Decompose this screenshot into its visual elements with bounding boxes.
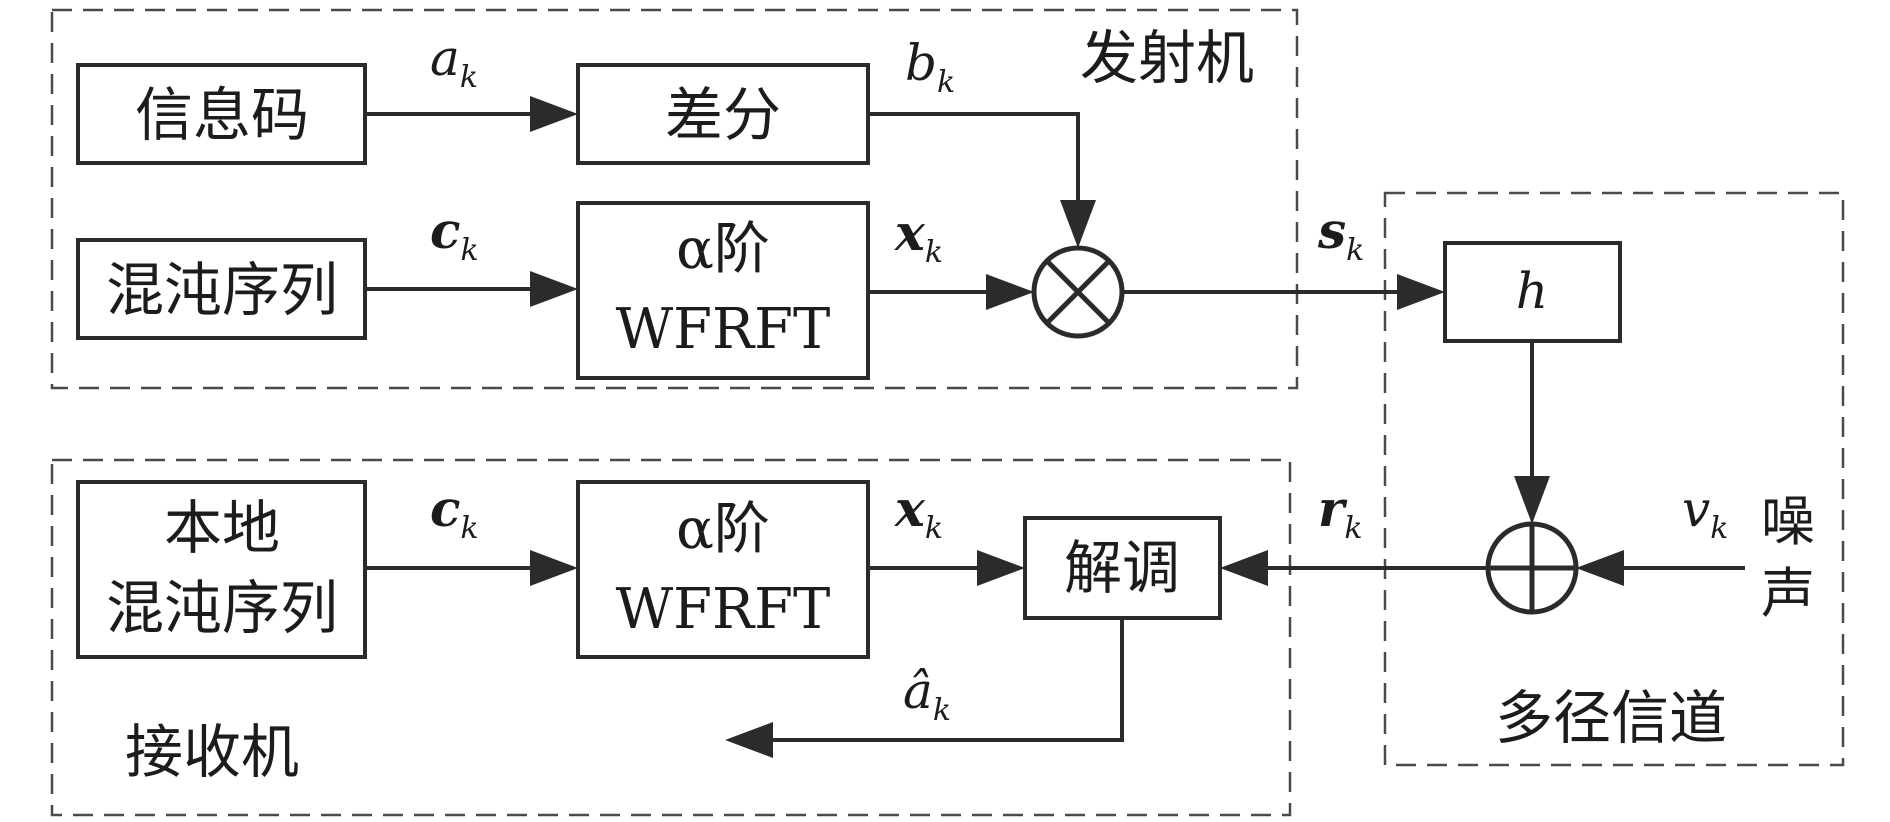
transmitter-title: 发射机	[1080, 24, 1254, 92]
wire-b	[868, 112, 1080, 218]
arrowhead-a-hat	[725, 722, 773, 758]
signal-a-hat-label: âk	[903, 662, 951, 728]
multiply-circle-icon	[1031, 245, 1125, 339]
local-label: 本地	[164, 494, 280, 562]
arrowhead-h-out	[1514, 476, 1550, 524]
chaos-sequence-label: 混沌序列	[106, 256, 338, 324]
noise-label-line1: 噪	[1761, 490, 1815, 553]
receiver-region	[50, 458, 1292, 817]
h-label: h	[1516, 262, 1548, 320]
arrowhead-x-rx	[977, 550, 1025, 586]
tx-wfrft-block: α阶 WFRFT	[576, 201, 870, 380]
signal-s-label: sk	[1317, 201, 1364, 268]
arrowhead-a	[530, 96, 578, 132]
signal-a-label: ak	[430, 29, 478, 95]
differential-block: 差分	[576, 63, 870, 165]
noise-label-line2: 声	[1761, 562, 1815, 625]
transmitter-region	[50, 8, 1299, 390]
signal-v-label: vk	[1682, 480, 1728, 546]
h-block: h	[1443, 241, 1622, 343]
chaos-sequence-block: 混沌序列	[76, 238, 367, 340]
arrowhead-x-tx	[986, 274, 1034, 310]
demodulation-label: 解调	[1064, 534, 1180, 602]
arrowhead-c-rx	[530, 550, 578, 586]
arrowhead-v	[1576, 550, 1624, 586]
local-chaos-sequence-label: 混沌序列	[106, 574, 338, 642]
signal-c-tx-label: ck	[430, 201, 479, 268]
channel-title: 多径信道	[1495, 684, 1727, 752]
wire-a-hat	[760, 618, 1124, 742]
rx-wfrft-order-label: α阶	[676, 497, 770, 562]
add-circle-icon	[1485, 521, 1579, 615]
tx-wfrft-label: WFRFT	[616, 297, 831, 362]
rx-wfrft-block: α阶 WFRFT	[576, 480, 870, 659]
tx-wfrft-order-label: α阶	[676, 217, 770, 282]
info-code-block: 信息码	[76, 63, 367, 165]
signal-c-rx-label: ck	[430, 479, 479, 546]
differential-label: 差分	[665, 81, 781, 149]
channel-region	[1383, 191, 1845, 767]
arrowhead-c-tx	[530, 271, 578, 307]
local-chaos-sequence-block: 本地 混沌序列	[76, 480, 367, 659]
arrowhead-r	[1220, 550, 1268, 586]
signal-x-rx-label: xk	[894, 479, 943, 546]
demodulation-block: 解调	[1023, 516, 1222, 620]
signal-x-tx-label: xk	[894, 203, 943, 270]
receiver-title: 接收机	[125, 718, 299, 786]
signal-r-label: rk	[1318, 479, 1363, 546]
arrowhead-b	[1060, 200, 1096, 248]
signal-b-label: bk	[905, 34, 955, 100]
arrowhead-s	[1397, 274, 1445, 310]
info-code-label: 信息码	[135, 81, 309, 149]
rx-wfrft-label: WFRFT	[616, 577, 831, 642]
